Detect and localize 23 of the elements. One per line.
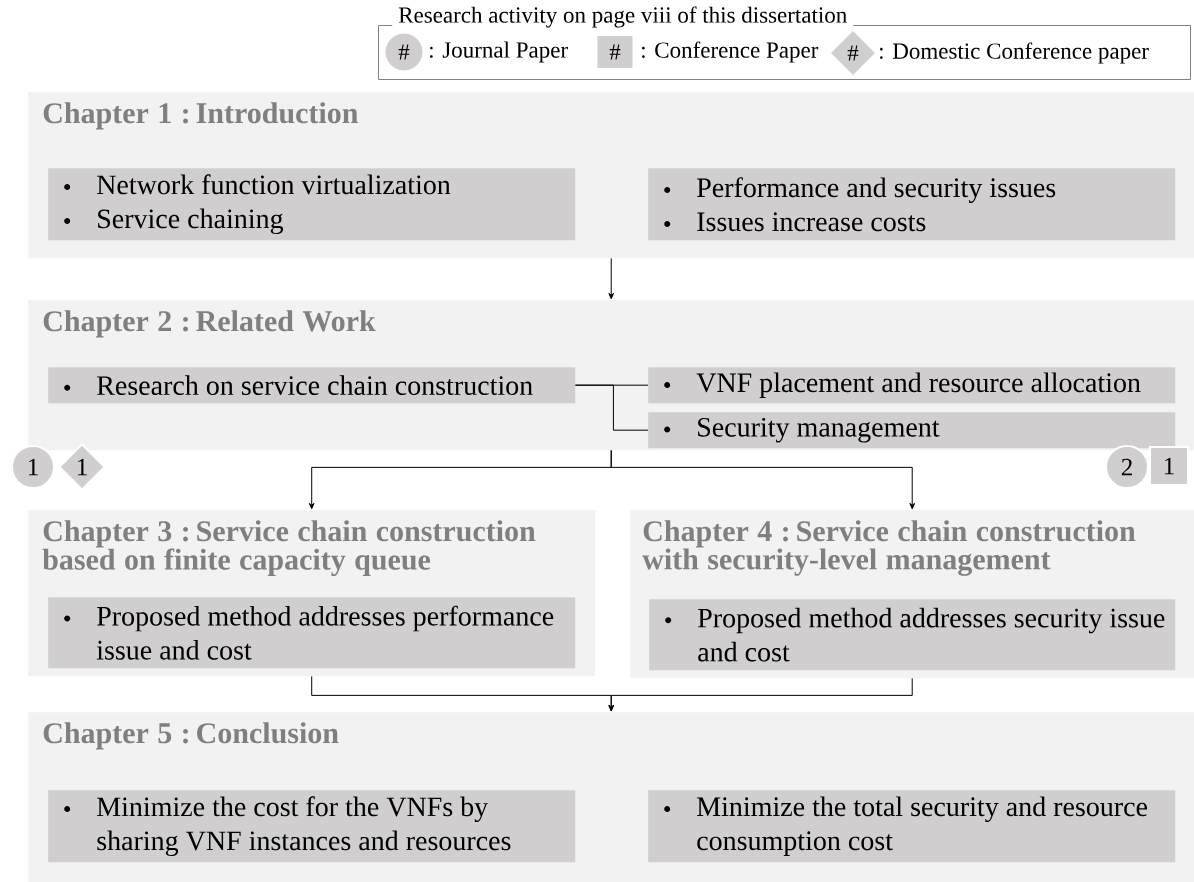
connector <box>608 677 913 712</box>
bullet-box: Proposed method addresses performance issue and cost <box>48 597 576 669</box>
connector <box>610 449 916 510</box>
bullet-box: Research on service chain construction <box>48 367 576 404</box>
diamond-badge: # <box>831 31 875 75</box>
circle-badge: # <box>385 33 423 71</box>
bullet-box: VNF placement and resource allocation <box>648 367 1176 404</box>
bullet-box: Proposed method addresses security issue and cost <box>649 599 1176 671</box>
badge-caption: : Domestic Conference paper <box>880 42 1149 64</box>
bullet-box: Minimize the cost for the VNFs by sharing VNF instances and resources <box>48 790 576 863</box>
bullet-box: Minimize the total security and resource consumption cost <box>648 790 1176 863</box>
diamond-badge: 1 <box>58 443 106 491</box>
badge-caption: : Conference Paper <box>642 41 819 63</box>
connector <box>608 257 615 300</box>
connector <box>574 384 649 431</box>
bullet-box: Network function virtualization Service chaining <box>48 168 576 241</box>
circle-badge: 2 <box>1105 445 1149 489</box>
badge-caption: : Journal Paper <box>430 41 568 63</box>
square-badge: # <box>597 36 633 68</box>
bullet-box: Performance and security issues Issues increase costs <box>648 168 1176 241</box>
square-badge: 1 <box>1149 446 1189 486</box>
circle-badge: 1 <box>11 445 55 489</box>
node-label: Research activity on page viii of this dissertation <box>398 6 847 28</box>
